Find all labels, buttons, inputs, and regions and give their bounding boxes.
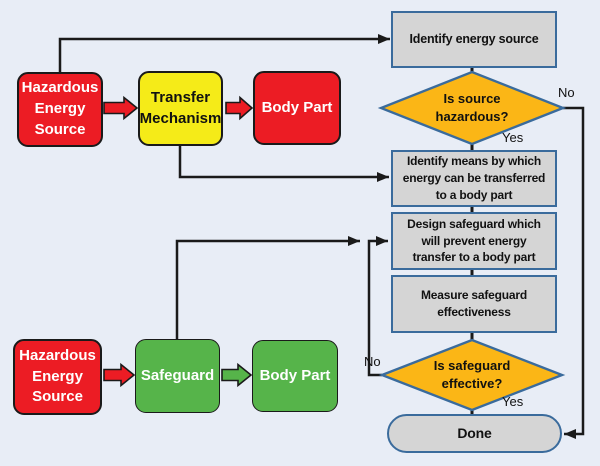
block-arrow-hazard-to-safeguard-icon — [103, 362, 136, 388]
body-part-box-bottom: Body Part — [252, 340, 338, 412]
transfer-mechanism-box: Transfer Mechanism — [138, 71, 223, 146]
decision-source-hazardous-label: Is source hazardous? — [435, 91, 509, 124]
terminal-done: Done — [387, 414, 562, 453]
connector-no-loop-to-design — [367, 236, 388, 377]
branch-label-yes-source: Yes — [502, 130, 524, 145]
block-arrow-safeguard-to-body-icon — [221, 362, 253, 388]
body-part-box-top: Body Part — [253, 71, 341, 145]
hazardous-energy-source-box-bottom: Hazardous Energy Source — [13, 339, 102, 415]
safeguard-box: Safeguard — [135, 339, 220, 413]
step-identify-energy-source: Identify energy source — [391, 11, 557, 68]
decision-diamond-safeguard-effective — [378, 338, 566, 412]
connector-safeguard-to-design — [175, 236, 360, 339]
connector-no-branch-to-done — [563, 106, 585, 439]
step-identify-means: Identify means by which energy can be tr… — [391, 150, 557, 207]
decision-safeguard-effective-label: Is safeguard effective? — [433, 358, 511, 391]
branch-label-no-source: No — [558, 85, 575, 100]
branch-label-no-safeguard: No — [364, 354, 381, 369]
block-arrow-hazard-to-transfer-icon — [103, 95, 139, 121]
connector-hazard-to-identify-source — [58, 34, 390, 72]
step-design-safeguard: Design safeguard which will prevent ener… — [391, 212, 557, 270]
connector-transfer-to-identify-means — [178, 146, 389, 182]
branch-label-yes-safeguard: Yes — [502, 394, 524, 409]
step-measure-effectiveness: Measure safeguard effectiveness — [391, 275, 557, 333]
block-arrow-transfer-to-body-icon — [225, 95, 254, 121]
decision-diamond-source-hazardous — [377, 70, 567, 146]
hazardous-energy-source-box-top: Hazardous Energy Source — [17, 72, 103, 147]
